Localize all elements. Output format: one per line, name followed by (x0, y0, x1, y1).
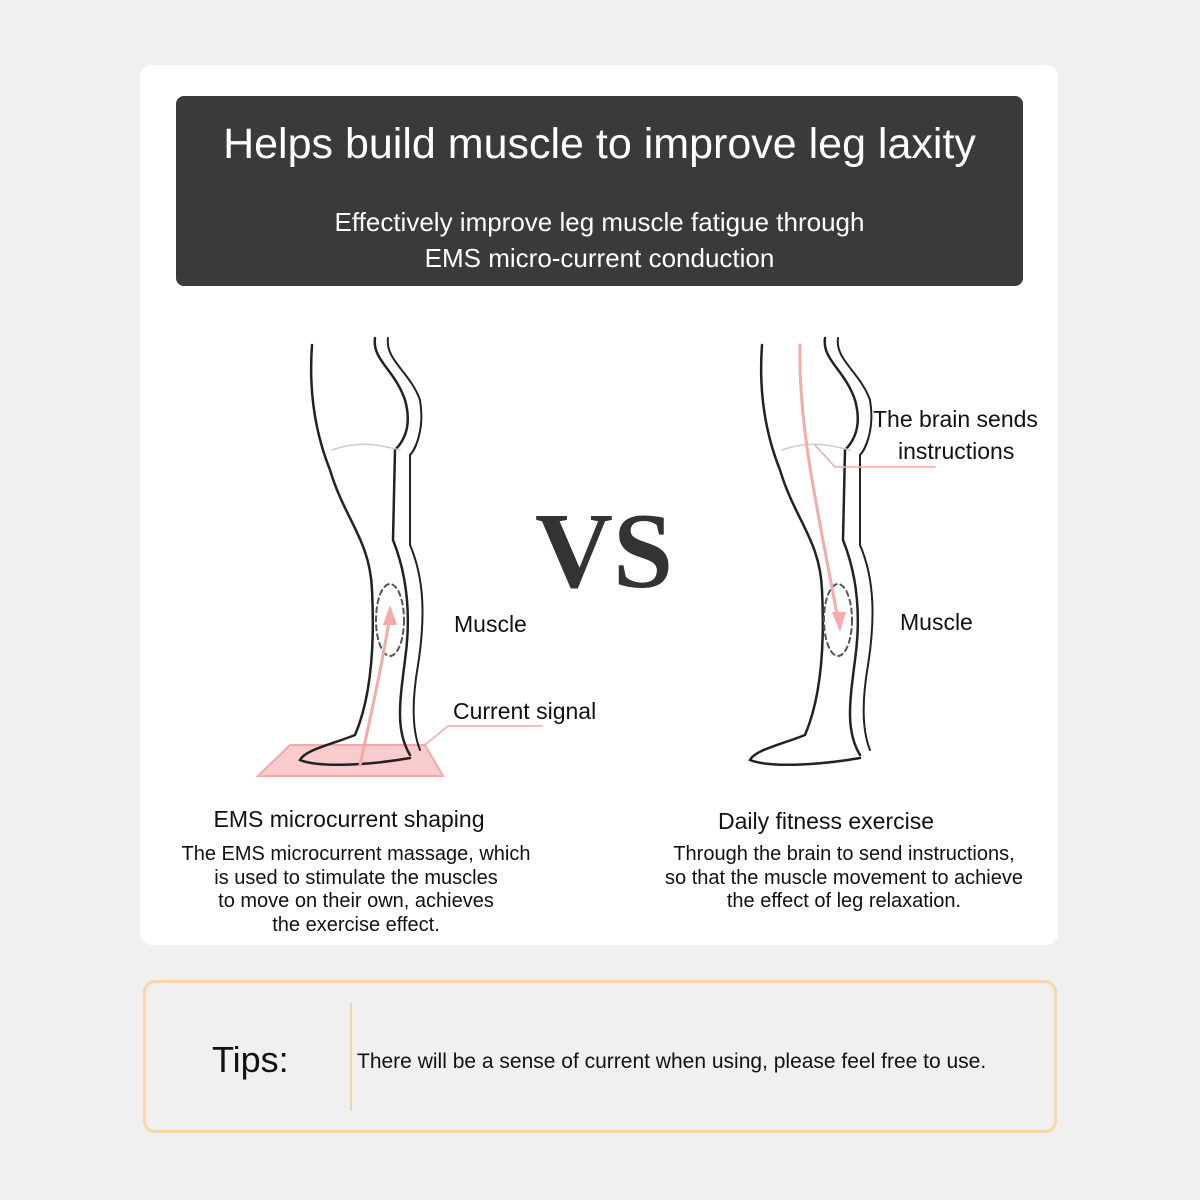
right-description: Through the brain to send instructions, … (622, 843, 1066, 914)
desc-line: the effect of leg relaxation. (726, 890, 962, 912)
banner-title: Helps build muscle to improve leg laxity (223, 120, 976, 168)
tips-box: Tips: There will be a sense of current w… (143, 980, 1057, 1133)
desc-line: to move on their own, achieves (218, 890, 494, 912)
brain-label-line2: instructions (898, 438, 1015, 464)
desc-line: The EMS microcurrent massage, which (181, 843, 531, 865)
left-description: The EMS microcurrent massage, which is u… (140, 843, 572, 937)
vs-label: VS (535, 492, 674, 611)
desc-line: is used to stimulate the muscles (214, 866, 498, 889)
banner-subtitle: Effectively improve leg muscle fatigue t… (176, 204, 1023, 276)
brain-label-line1: The brain sends (873, 406, 1038, 432)
brain-callout-line (814, 444, 936, 468)
right-caption: Daily fitness exercise (717, 808, 935, 834)
left-muscle-label: Muscle (454, 611, 527, 637)
muscle-marker (375, 583, 405, 657)
left-leg-illustration (255, 336, 543, 777)
muscle-marker (823, 583, 853, 657)
tips-divider (350, 1003, 352, 1111)
subtitle-line: EMS micro-current conduction (424, 243, 775, 273)
tips-title: Tips: (212, 1039, 289, 1080)
current-arrow (358, 613, 392, 767)
desc-line: Through the brain to send instructions, (673, 843, 1015, 865)
signal-callout-line (424, 725, 543, 746)
current-signal-label: Current signal (453, 698, 597, 724)
desc-line: the exercise effect. (272, 913, 440, 936)
header-banner: Helps build muscle to improve leg laxity… (176, 96, 1023, 286)
brain-signal-arrow (798, 343, 840, 622)
desc-line: so that the muscle movement to achieve (665, 866, 1023, 889)
tips-message: There will be a sense of current when us… (357, 1050, 987, 1073)
subtitle-line: Effectively improve leg muscle fatigue t… (334, 207, 865, 237)
right-leg-illustration (748, 336, 936, 766)
left-caption: EMS microcurrent shaping (213, 806, 485, 832)
right-muscle-label: Muscle (900, 609, 973, 635)
ems-mat (255, 744, 445, 777)
